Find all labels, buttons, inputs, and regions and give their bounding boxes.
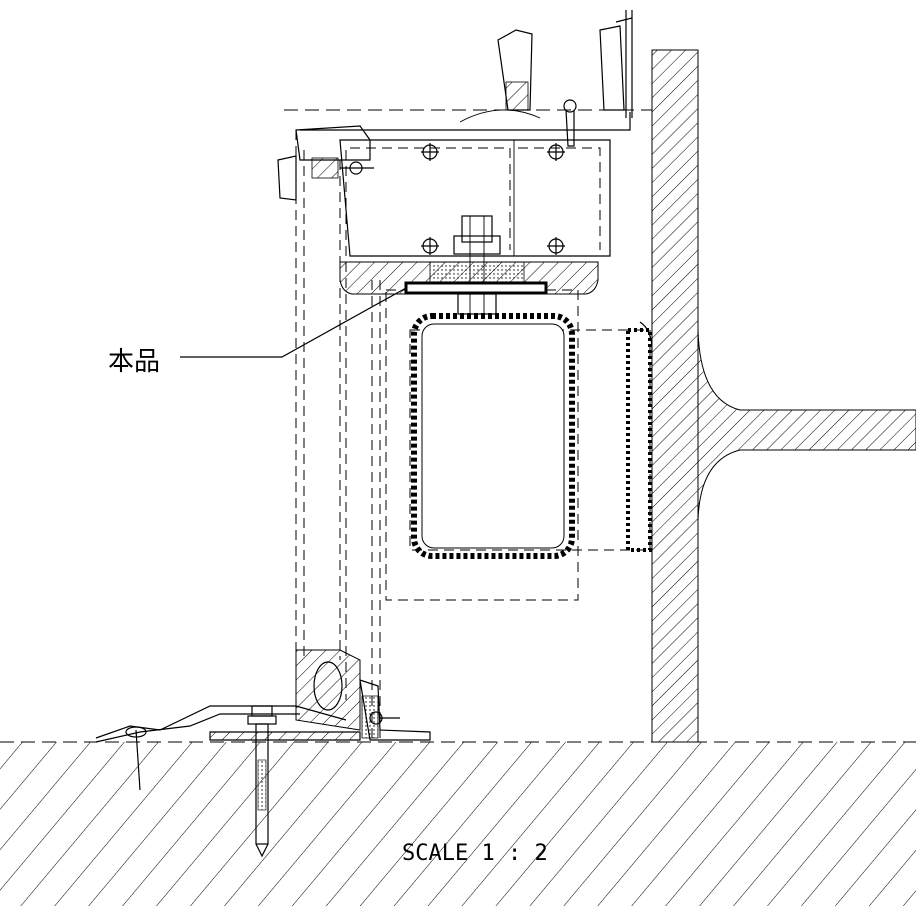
nail: [125, 726, 147, 791]
floor-slab: [0, 741, 916, 906]
wall-branch: [697, 329, 916, 521]
screw-symbols: [421, 99, 577, 255]
left-seal-profile: [277, 125, 374, 201]
highlighted-component: [404, 281, 548, 295]
header-profile: [300, 10, 633, 257]
threshold-profile: [95, 649, 431, 743]
scale-note: SCALE 1 : 2: [402, 841, 548, 866]
coil-box: [411, 313, 652, 559]
wall-column: [639, 49, 699, 743]
callout-label: 本品: [108, 347, 160, 377]
anchor-bolt: [247, 705, 277, 858]
fixing-screw: [369, 711, 400, 725]
callout-leader: [180, 287, 407, 358]
